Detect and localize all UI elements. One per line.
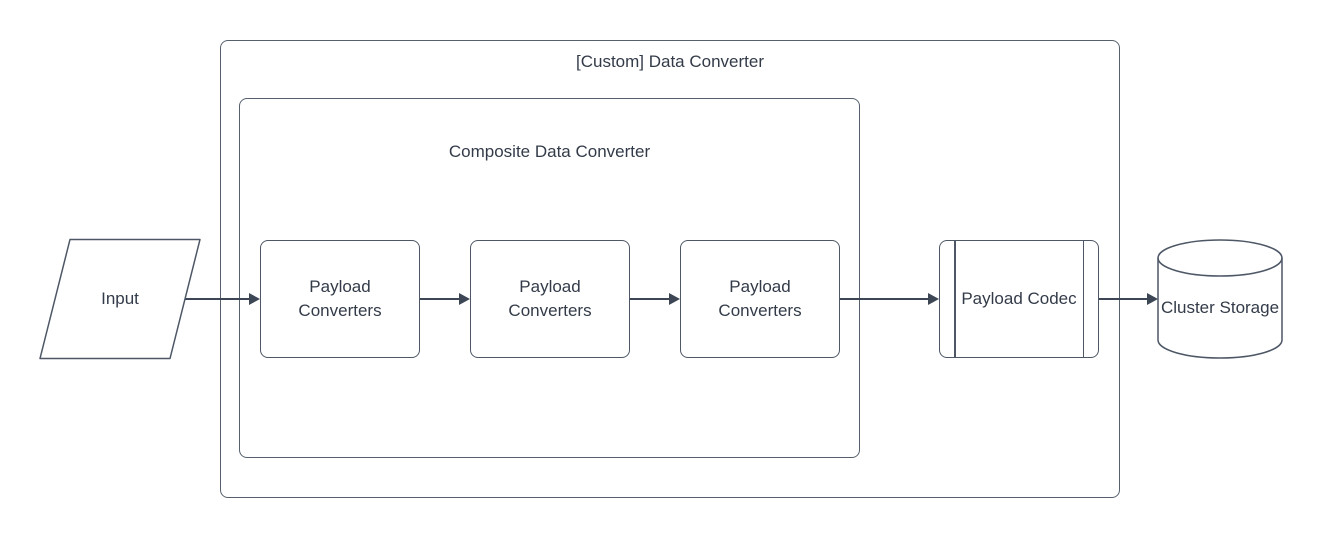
input-node: Input [40,239,200,358]
input-label: Input [101,288,139,308]
arrow-converter-3-to-codec [840,298,928,300]
cluster-storage-label: Cluster Storage [1160,298,1280,317]
payload-converters-node-2: Payload Converters [470,240,630,358]
arrow-converter-2-to-converter-3 [630,298,669,300]
cluster-storage-node: Cluster Storage [1158,258,1282,358]
composite-data-converter-title: Composite Data Converter [448,142,651,161]
arrow-codec-to-storage [1099,298,1147,300]
arrow-input-to-converter-1 [185,298,249,300]
payload-converters-label-1: Payload Converters [298,277,382,320]
custom-data-converter-title: [Custom] Data Converter [575,52,764,71]
payload-converters-label-3: Payload Converters [718,277,802,320]
payload-converters-node-3: Payload Converters [680,240,840,358]
arrow-converter-1-to-converter-2 [420,298,459,300]
payload-converters-node-1: Payload Converters [260,240,420,358]
payload-codec-node: Payload Codec [939,240,1099,358]
custom-data-converter-group [220,40,1120,498]
payload-codec-label: Payload Codec [961,289,1077,308]
codec-inner-line-left [954,241,956,357]
composite-data-converter-group [239,98,860,458]
codec-inner-line-right [1082,241,1084,357]
payload-converters-label-2: Payload Converters [508,277,592,320]
